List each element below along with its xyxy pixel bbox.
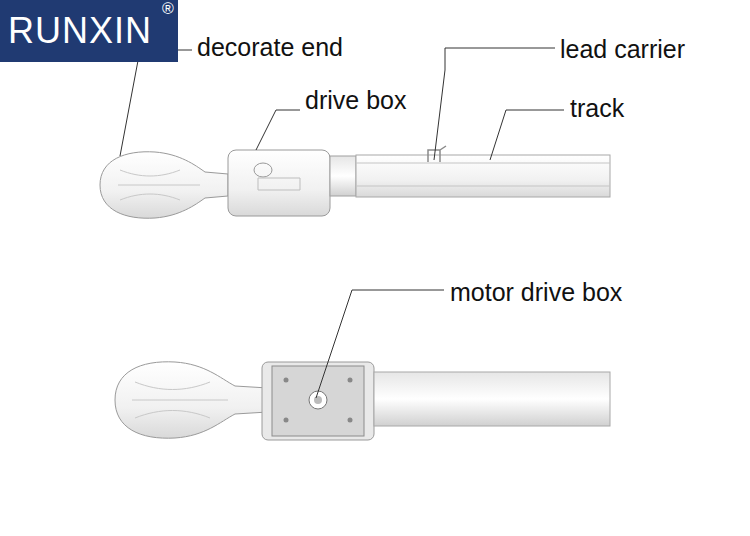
registered-mark: ®	[162, 1, 174, 17]
brand-name: RUNXIN	[8, 10, 152, 52]
leader-lines	[120, 48, 564, 398]
top-rod	[100, 146, 610, 218]
part-label: decorate end	[197, 35, 343, 60]
part-label: motor drive box	[450, 280, 622, 305]
part-label: lead carrier	[560, 37, 685, 62]
logo-box: RUNXIN	[0, 0, 178, 62]
bottom-rod	[115, 362, 610, 440]
part-label: drive box	[305, 88, 406, 113]
part-label: track	[570, 96, 624, 121]
